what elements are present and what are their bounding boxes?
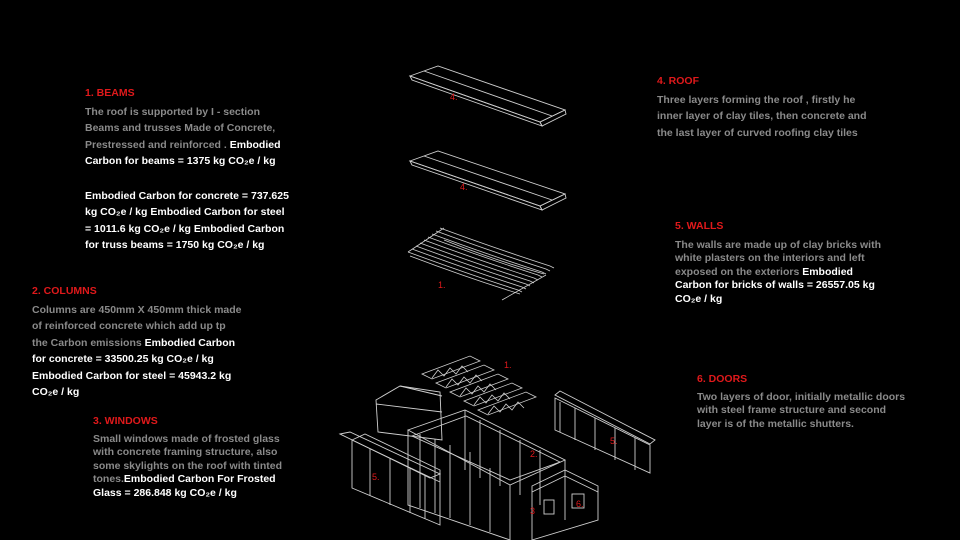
label-wall-right: 5. <box>610 436 618 446</box>
columns-text-1: Columns are 450mm X 450mm thick made <box>32 303 242 316</box>
beams-text-1: The roof is supported by I - section <box>85 105 261 118</box>
doors-text-1: Two layers of door, initially metallic d… <box>697 390 906 403</box>
beams-carbon-4: kg CO₂e / kg Embodied Carbon for steel <box>85 206 285 218</box>
roof-text-3: the last layer of curved roofing clay ti… <box>657 126 858 139</box>
wall-left <box>338 431 442 526</box>
wall-right <box>554 390 656 474</box>
columns-text-2: of reinforced concrete which add up tp <box>32 320 226 332</box>
label-curved-tiles: 1. <box>438 280 446 290</box>
columns-carbon-1: Embodied Carbon <box>144 336 236 349</box>
roof-text-2: inner layer of clay tiles, then concrete… <box>657 110 867 122</box>
label-door: 6. <box>576 499 584 509</box>
walls-carbon-3: CO₂e / kg <box>675 292 723 305</box>
beams-carbon-6: for truss beams = 1750 kg CO₂e / kg <box>85 239 265 251</box>
roof-section: 4. ROOF Three layers forming the roof , … <box>657 73 917 141</box>
beams-section: 1. BEAMS The roof is supported by I - se… <box>85 85 355 254</box>
columns-carbon-4: CO₂e / kg <box>32 386 80 398</box>
roof-layer-curved-tiles <box>407 227 555 301</box>
gable-wall-back <box>375 385 443 441</box>
label-column: 2. <box>530 449 538 459</box>
windows-text-2: with concrete framing structure, also <box>93 446 278 458</box>
beams-carbon-1: Embodied <box>229 138 281 151</box>
walls-text-1: The walls are made up of clay bricks wit… <box>675 238 881 251</box>
walls-heading: 5. WALLS <box>675 220 724 232</box>
label-wall-left: 5. <box>372 472 380 482</box>
walls-carbon-2: Carbon for bricks of walls = 26557.05 kg <box>675 279 875 291</box>
gable-wall-front <box>531 469 599 540</box>
windows-section: 3. WINDOWS Small windows made of frosted… <box>93 415 333 500</box>
beams-carbon-3: Embodied Carbon for concrete = 737.625 <box>85 189 289 202</box>
roof-trusses <box>421 355 537 416</box>
columns-heading: 2. COLUMNS <box>32 285 97 297</box>
walls-carbon-1: Embodied <box>802 265 853 278</box>
column-frame <box>406 409 567 540</box>
columns-carbon-2: for concrete = 33500.25 kg CO₂e / kg <box>32 353 214 365</box>
doors-heading: 6. DOORS <box>697 373 748 385</box>
columns-section: 2. COLUMNS Columns are 450mm X 450mm thi… <box>32 283 292 401</box>
doors-section: 6. DOORS Two layers of door, initially m… <box>697 373 947 431</box>
windows-text-1: Small windows made of frosted glass <box>93 432 280 445</box>
walls-text-3: exposed on the exteriors <box>675 265 803 278</box>
roof-layer-concrete <box>408 150 567 211</box>
columns-carbon-3: Embodied Carbon for steel = 45943.2 kg <box>32 369 232 382</box>
windows-carbon-1: Embodied Carbon For Frosted <box>123 473 276 485</box>
doors-text-3: layer is of the metallic shutters. <box>697 417 854 430</box>
columns-text-3: the Carbon emissions <box>32 336 145 349</box>
windows-carbon-2: Glass = 286.848 kg CO₂e / kg <box>93 486 237 499</box>
label-roof-concrete: 4. <box>460 182 468 192</box>
beams-text-3: Prestressed and reinforced . <box>85 138 230 151</box>
beams-text-2: Beams and trusses Made of Concrete, <box>85 122 276 134</box>
beams-heading: 1. BEAMS <box>85 87 135 99</box>
windows-text-3: some skylights on the roof with tinted <box>93 459 283 472</box>
windows-text-4: tones. <box>93 473 124 485</box>
label-roof-top: 4. <box>450 92 458 102</box>
windows-heading: 3. WINDOWS <box>93 415 158 427</box>
walls-section: 5. WALLS The walls are made up of clay b… <box>675 220 925 306</box>
walls-text-2: white plasters on the interiors and left <box>675 252 865 264</box>
beams-carbon-5: = 1011.6 kg CO₂e / kg Embodied Carbon <box>85 222 285 235</box>
roof-layer-top <box>408 65 567 127</box>
roof-text-1: Three layers forming the roof , firstly … <box>657 93 856 106</box>
label-trusses: 1. <box>504 360 512 370</box>
roof-heading: 4. ROOF <box>657 75 700 87</box>
label-window: 3 <box>530 506 535 516</box>
beams-carbon-2: Carbon for beams = 1375 kg CO₂e / kg <box>85 155 276 167</box>
doors-text-2: with steel frame structure and second <box>697 404 887 416</box>
